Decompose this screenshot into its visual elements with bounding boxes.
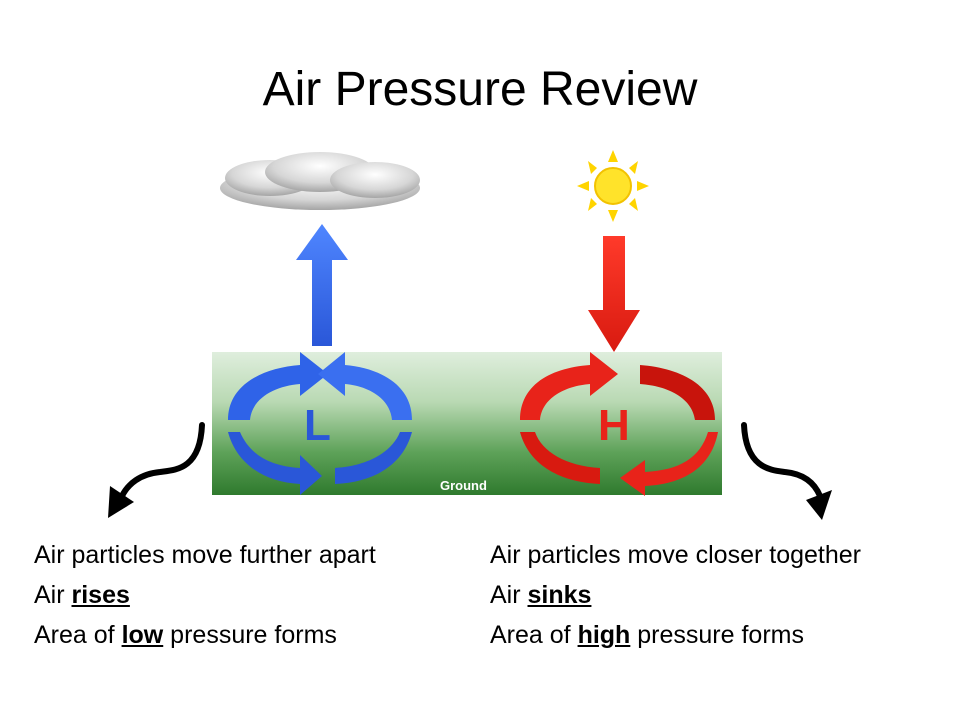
- high-line-2-emphasis: sinks: [527, 581, 592, 609]
- ground-label: Ground: [440, 478, 487, 493]
- low-line-3-suffix: pressure forms: [163, 621, 337, 649]
- down-arrow-icon: [588, 236, 640, 352]
- sun-icon: [577, 150, 649, 222]
- low-line-2: Air rises: [34, 575, 376, 615]
- high-line-2: Air sinks: [490, 575, 861, 615]
- high-line-3-emphasis: high: [577, 621, 631, 649]
- low-line-2-prefix: Air: [34, 581, 72, 609]
- right-pointer-arrow-icon: [741, 422, 832, 520]
- high-line-2-prefix: Air: [490, 581, 528, 609]
- low-line-2-emphasis: rises: [71, 581, 130, 609]
- low-line-3: Area of low pressure forms: [34, 615, 376, 655]
- high-pressure-letter: H: [598, 401, 630, 450]
- high-pressure-circulation: H: [520, 352, 718, 496]
- low-pressure-circulation: L: [228, 352, 412, 495]
- high-line-3: Area of high pressure forms: [490, 615, 861, 655]
- low-line-3-emphasis: low: [121, 621, 164, 649]
- high-line-3-prefix: Area of: [490, 621, 578, 649]
- cloud-icon: [220, 152, 420, 210]
- page-title: Air Pressure Review: [262, 63, 698, 116]
- high-line-1: Air particles move closer together: [490, 541, 861, 569]
- low-pressure-letter: L: [304, 401, 331, 450]
- left-pointer-arrow-icon: [108, 422, 205, 518]
- high-line-3-suffix: pressure forms: [630, 621, 804, 649]
- high-pressure-description: Air particles move closer together Air s…: [490, 535, 861, 655]
- up-arrow-icon: [296, 224, 348, 346]
- low-line-1: Air particles move further apart: [34, 541, 376, 569]
- low-line-3-prefix: Area of: [34, 621, 122, 649]
- low-pressure-description: Air particles move further apart Air ris…: [34, 535, 376, 655]
